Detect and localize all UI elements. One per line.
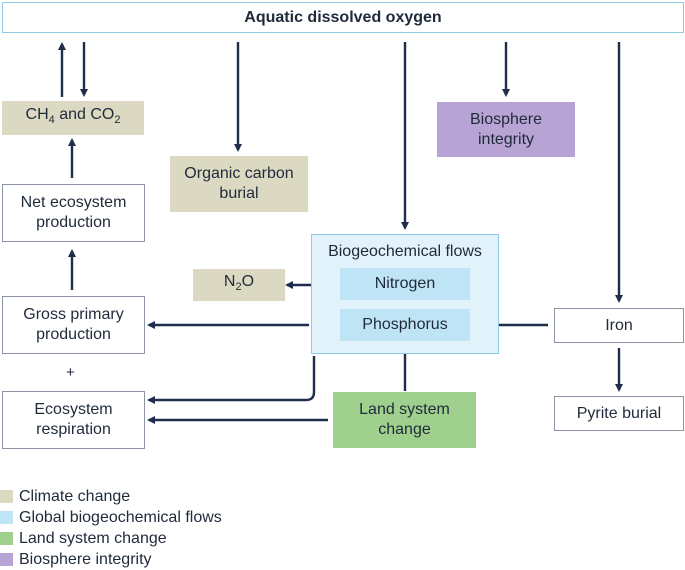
biogeochemical-flows-label: Biogeochemical flows — [328, 243, 482, 260]
legend-label-climate: Climate change — [19, 487, 131, 505]
ch4-co2-label: CH4 and CO2 — [25, 106, 121, 127]
legend-swatch-biosphere — [0, 553, 13, 566]
ecosystem-respiration-box: Ecosystem respiration — [2, 391, 145, 449]
land-system-change-box: Land system change — [333, 392, 476, 448]
legend-swatch-biogeochemical — [0, 511, 13, 524]
title-text: Aquatic dissolved oxygen — [244, 8, 442, 26]
legend-item-climate: Climate change — [0, 486, 222, 507]
arrow-biogeo-to-respiration — [147, 356, 316, 404]
pyrite-label: Pyrite burial — [576, 404, 662, 422]
legend-label-biosphere: Biosphere integrity — [19, 550, 152, 568]
ecosystem-respiration-label: Ecosystem respiration — [34, 401, 113, 438]
legend-label-biogeochemical: Global biogeochemical flows — [19, 508, 222, 526]
legend-item-biosphere: Biosphere integrity — [0, 549, 222, 570]
phosphorus-box: Phosphorus — [340, 309, 470, 341]
iron-box: Iron — [554, 308, 684, 343]
aquatic-dissolved-oxygen-box: Aquatic dissolved oxygen — [2, 2, 684, 33]
legend-item-biogeochemical: Global biogeochemical flows — [0, 507, 222, 528]
legend-label-land: Land system change — [19, 529, 167, 547]
organic-carbon-label: Organic carbon burial — [184, 165, 294, 202]
pyrite-burial-box: Pyrite burial — [554, 396, 684, 431]
biosphere-integrity-box: Biosphere integrity — [437, 102, 575, 157]
legend: Climate change Global biogeochemical flo… — [0, 486, 222, 570]
n2o-box: N2O — [193, 269, 285, 301]
phosphorus-label: Phosphorus — [362, 316, 448, 333]
organic-carbon-burial-box: Organic carbon burial — [170, 156, 308, 212]
legend-item-land: Land system change — [0, 528, 222, 549]
net-ecosystem-label: Net ecosystem production — [20, 194, 127, 231]
land-system-label: Land system change — [359, 401, 450, 438]
ch4-co2-box: CH4 and CO2 — [2, 101, 144, 135]
iron-label: Iron — [605, 316, 633, 334]
nitrogen-label: Nitrogen — [374, 275, 436, 292]
net-ecosystem-production-box: Net ecosystem production — [2, 184, 145, 242]
gross-primary-label: Gross primary production — [23, 306, 124, 343]
biosphere-label: Biosphere integrity — [469, 110, 543, 148]
gross-primary-production-box: Gross primary production — [2, 296, 145, 354]
plus-sign: + — [66, 364, 75, 381]
legend-swatch-land — [0, 532, 13, 545]
legend-swatch-climate — [0, 490, 13, 503]
n2o-label: N2O — [223, 273, 255, 294]
nitrogen-box: Nitrogen — [340, 268, 470, 300]
